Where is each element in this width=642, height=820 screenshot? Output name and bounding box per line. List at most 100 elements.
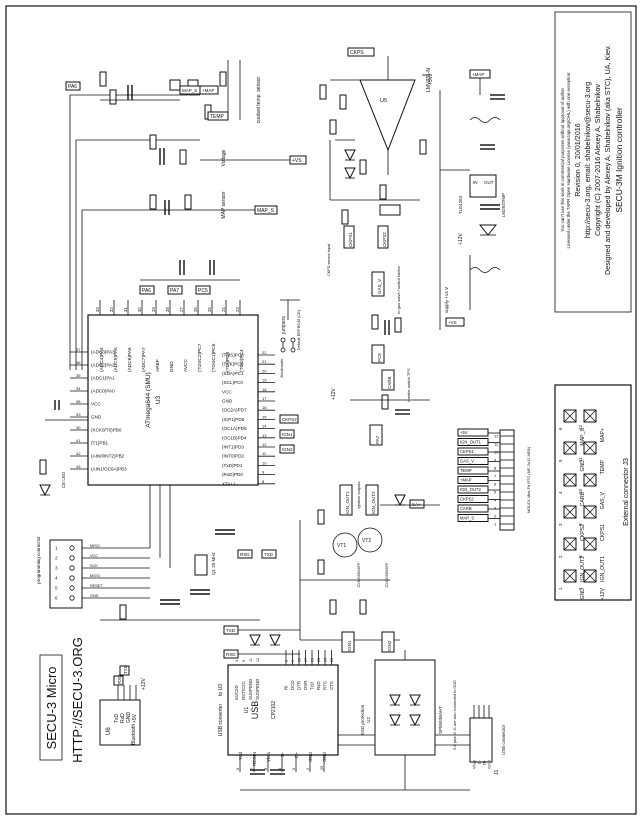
mcu-pin-number: 43 xyxy=(76,464,81,469)
svg-text:MOLEX Mini-Fit RTC (MF-2x12 MP: MOLEX Mini-Fit RTC (MF-2x12 MPA) xyxy=(526,446,531,513)
svg-text:5-6 pins of J1 are also connec: 5-6 pins of J1 are also connected to GND xyxy=(453,680,457,750)
j3-terminal-number: 8 xyxy=(494,466,497,471)
svg-text:U1: U1 xyxy=(244,707,250,714)
svg-text:U2: U2 xyxy=(366,717,371,723)
net-map-plus-top: +MAP xyxy=(202,88,214,93)
title-line-3: Copyright (C) 2007-2016 Alexey A. Shabel… xyxy=(593,84,602,236)
title-line-7: You can't use this work in commercial pu… xyxy=(560,87,565,231)
svg-text:IGN_OUT1: IGN_OUT1 xyxy=(345,491,350,514)
j3-net-label: TEMP xyxy=(460,468,472,473)
esd-protection: U2 ESD protection SP0503BAHT 5-6 pins of… xyxy=(338,650,470,791)
usb-pin-number: 11 xyxy=(249,658,253,662)
mcu-pin-label: GND xyxy=(91,415,102,420)
svg-text:supply +14 V: supply +14 V xyxy=(444,287,449,313)
j3-pin-name: CKPS2 xyxy=(580,524,586,541)
svg-text:TLE4264: TLE4264 xyxy=(458,195,463,214)
svg-text:programming connector: programming connector xyxy=(36,536,41,584)
j3-terminal-number: 2 xyxy=(494,514,497,519)
usb-pin-label: REGIN xyxy=(252,752,257,766)
usb-pin-label: RI xyxy=(284,686,289,690)
usb-pin-label: D+ xyxy=(294,752,299,758)
usb-pin-number: 25 xyxy=(317,658,321,662)
mcu-pin-label: (TDI)PC5 xyxy=(225,351,231,372)
mcu-pin-number: 31 xyxy=(123,307,128,312)
mcu-u3: ATmega644 (SMU) U3 (ADC4)PA433(ADC5)PA53… xyxy=(70,300,275,486)
j3-net-label: GAS_V xyxy=(460,459,474,464)
usb-pin-label: SUSPEND xyxy=(255,679,260,700)
usb-pin-number: 3 xyxy=(235,660,239,662)
j3-pin-number: 11 xyxy=(578,457,583,462)
usb-pin-number: 7 xyxy=(250,768,254,770)
svg-text:OUT: OUT xyxy=(484,180,494,185)
mcu-pin-number: 10 xyxy=(262,460,267,465)
mcu-pin-number: 16 xyxy=(262,405,267,410)
svg-text:CKPS1: CKPS1 xyxy=(348,232,353,247)
mcu-pin-label: AVCC xyxy=(183,358,189,372)
svg-text:GND: GND xyxy=(126,712,132,724)
mcu-pin-label: VCC xyxy=(222,389,232,394)
mcu-pin-label: (ADC2)PA2 xyxy=(91,363,115,368)
svg-text:+MAP: +MAP xyxy=(472,72,484,77)
title-block: SECU-3M Ignition controller Designed and… xyxy=(554,11,632,313)
usb-pin-label: Vbus xyxy=(266,751,271,762)
svg-text:IGN2: IGN2 xyxy=(387,640,392,651)
j3-pin-number: 1 xyxy=(558,587,563,590)
mcu-pin-number: 42 xyxy=(76,451,81,456)
usb-pin-number: 2 xyxy=(306,768,310,770)
j3-title: External connector J3 xyxy=(623,458,630,526)
usb-pin-number: 2 xyxy=(285,660,289,662)
mcu-pin-label: (OC1A)PD5 xyxy=(222,426,247,431)
svg-text:LMV331-N: LMV331-N xyxy=(426,68,432,92)
svg-text:TXD: TXD xyxy=(226,628,236,633)
svg-text:Default EEPROM (CE): Default EEPROM (CE) xyxy=(296,309,301,350)
j3-pin-name: GAS_V xyxy=(600,491,606,509)
title-line-2: Designed and developed by Alexey A. Shab… xyxy=(603,45,612,275)
j1-pin-label: D+ xyxy=(482,759,487,765)
usb-pin-number: 23 xyxy=(330,658,334,662)
j3-terminal-number: 6 xyxy=(494,482,497,487)
mcu-pin-label: (TOSC2)PC7 xyxy=(197,343,203,372)
mcu-pin-label: (INT0)PD2 xyxy=(222,454,244,459)
ignition-section: CKPS2 IGN1 IGN2 IGN_OUT1 ignition output… xyxy=(279,414,440,653)
mcu-pin-number: 27 xyxy=(179,307,184,312)
j3-pin-name: +12V xyxy=(600,587,606,600)
mcu-pin-label: (OC1B)PD4 xyxy=(222,435,247,440)
usb-pin-label: DCD xyxy=(290,680,295,690)
mcu-pin-label: (T1)PB1 xyxy=(91,441,109,446)
usb-pin-label: DSR xyxy=(303,681,308,690)
prog-net-label: MISO xyxy=(90,544,100,548)
j3-net-label: IGN_OUT2 xyxy=(460,487,482,492)
mcu-pin-label: (RxD)PD0 xyxy=(222,472,243,477)
mcu-pin-label: (AIN1/OC0A)PB3 xyxy=(91,467,127,472)
usb-pin-label: GND xyxy=(308,752,313,762)
svg-text:TXD: TXD xyxy=(123,664,128,674)
j3-net-label: CKPS2 xyxy=(460,497,474,502)
mcu-pin-number: 14 xyxy=(262,424,267,429)
mcu-pin-label: (SDA)PC1 xyxy=(222,371,244,376)
prog-pin-number: 4 xyxy=(55,576,58,581)
mcu-pin-number: 17 xyxy=(262,396,267,401)
usb-pin-number: 4 xyxy=(278,768,282,770)
svg-text:IGN2: IGN2 xyxy=(282,447,293,452)
usb-pin-label: RST/C2C xyxy=(241,681,246,700)
usb-pin-label: RTS xyxy=(323,681,328,690)
mcu-pin-label: (OC2A)PD7 xyxy=(222,408,247,413)
usb-pin-number: 28 xyxy=(298,658,302,662)
mcu-pin-label: (TxD)PD1 xyxy=(222,463,243,468)
brand-url: HTTP://SECU-3.ORG xyxy=(70,637,85,763)
svg-text:VT2: VT2 xyxy=(362,538,371,544)
svg-text:USB connector: USB connector xyxy=(501,724,506,755)
j3-pin-number: 10 xyxy=(578,488,583,494)
prog-pin-number: 5 xyxy=(55,586,58,591)
mcu-pin-number: 32 xyxy=(109,307,114,312)
j1-pin-label: D- xyxy=(477,759,482,764)
mcu-pin-number: 35 xyxy=(76,373,81,378)
svg-text:CP2102: CP2102 xyxy=(271,701,277,719)
j3-pin-name: CARB xyxy=(580,491,586,506)
j3-pin-number: 6 xyxy=(558,427,563,430)
svg-text:Q1 20 MHz: Q1 20 MHz xyxy=(211,551,216,575)
sheet-border xyxy=(5,5,637,815)
mcu-left-pins: (ADC4)PA433(ADC5)PA532(ADC6)PA631(ADC7)P… xyxy=(95,300,245,372)
